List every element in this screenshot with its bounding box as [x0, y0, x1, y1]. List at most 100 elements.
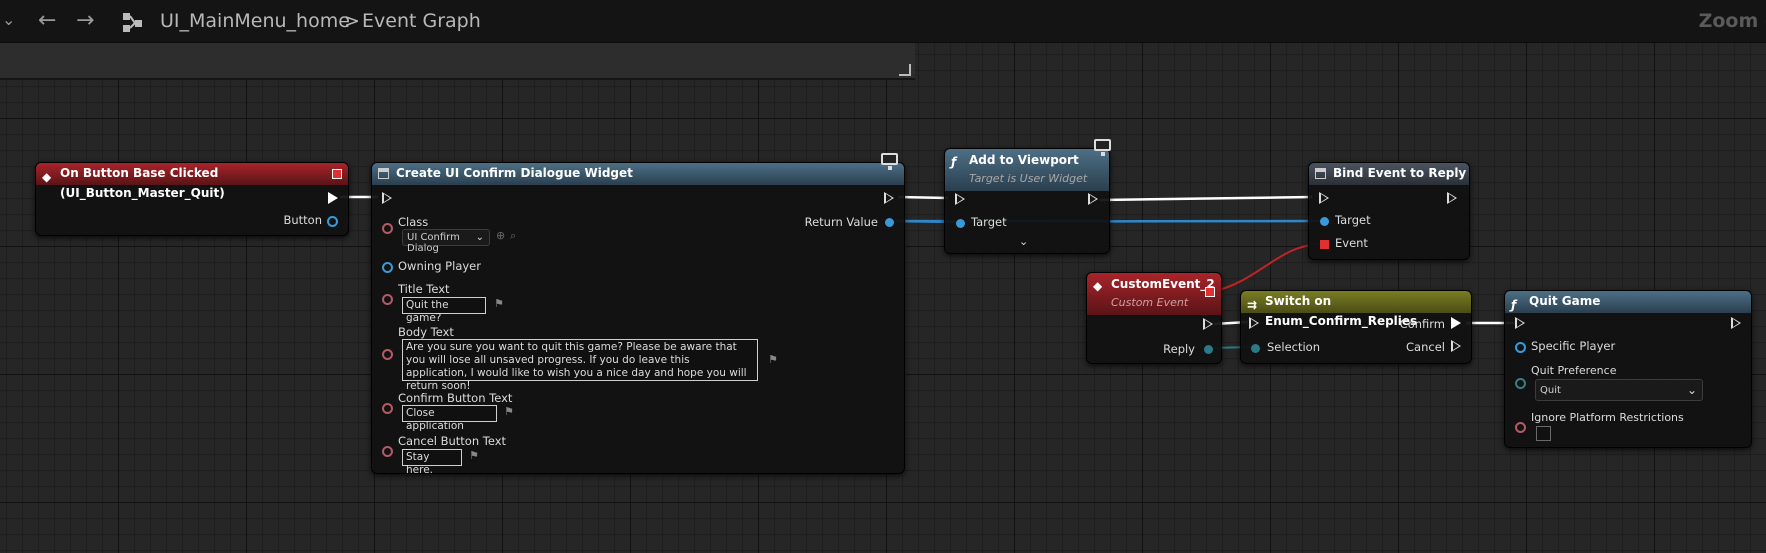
flag-icon[interactable]: ⚑ [494, 297, 504, 310]
breadcrumb-separator: > [344, 10, 360, 32]
graph-toolbar: ⌄ ← → UI_MainMenu_home > Event Graph Zoo… [0, 0, 1766, 43]
pin-label-specific-player: Specific Player [1531, 339, 1616, 353]
confirm-exec-pin[interactable] [1451, 317, 1461, 329]
breadcrumb-leaf[interactable]: Event Graph [362, 10, 481, 32]
pin-label-event: Event [1335, 236, 1368, 250]
exec-out-pin[interactable] [1203, 318, 1213, 330]
title-text-input[interactable]: Quit the game? [402, 297, 486, 324]
node-custom-event[interactable]: ◆ CustomEvent_2 Custom Event Reply [1086, 272, 1222, 364]
reply-pin[interactable] [1204, 345, 1213, 354]
breadcrumb-root[interactable]: UI_MainMenu_home [160, 10, 350, 32]
node-add-to-viewport[interactable]: ƒ Add to Viewport Target is User Widget … [944, 139, 1111, 254]
selection-pin[interactable] [1251, 344, 1260, 353]
pin-label-title-text: Title Text [398, 282, 450, 296]
exec-out-pin[interactable] [1088, 193, 1098, 205]
exec-in-pin[interactable] [1515, 317, 1525, 329]
node-subtitle: Custom Event [1111, 296, 1189, 309]
ignore-restrictions-checkbox[interactable] [1536, 426, 1551, 441]
node-title: Add to Viewport [969, 153, 1079, 167]
exec-in-pin[interactable] [382, 192, 392, 204]
body-text-pin[interactable] [382, 349, 393, 360]
exec-out-pin[interactable] [328, 192, 338, 204]
confirm-text-pin[interactable] [382, 403, 393, 414]
flag-icon[interactable]: ⚑ [504, 405, 514, 418]
node-quit-game[interactable]: ƒ Quit Game Specific Player Quit Prefere… [1504, 290, 1752, 448]
specific-player-pin[interactable] [1515, 342, 1526, 353]
blueprint-graph-icon [122, 12, 142, 32]
node-title: On Button Base Clicked (UI_Button_Master… [60, 166, 225, 200]
cancel-text-input[interactable]: Stay here. [402, 449, 462, 476]
cancel-exec-pin[interactable] [1451, 340, 1461, 352]
return-value-pin[interactable] [885, 218, 894, 227]
resize-handle-icon[interactable] [899, 64, 911, 76]
quit-preference-pin[interactable] [1515, 378, 1526, 389]
cancel-text-pin[interactable] [382, 446, 393, 457]
browse-search-icon[interactable]: ⌕ [510, 229, 517, 242]
node-switch-enum[interactable]: ⇉ Switch on Enum_Confirm_Replies Confirm… [1240, 290, 1472, 364]
pin-label-owning-player: Owning Player [398, 259, 481, 273]
pin-label-target: Target [971, 215, 1007, 229]
exec-in-pin[interactable] [1319, 192, 1329, 204]
zoom-indicator: Zoom -1 [1698, 10, 1766, 32]
node-title: Bind Event to Reply [1333, 166, 1467, 180]
event-diamond-icon: ◆ [1093, 279, 1103, 293]
pin-label-quit-preference: Quit Preference [1531, 364, 1617, 377]
pin-label-return-value: Return Value [804, 215, 878, 229]
pin-label-confirm: Confirm [1399, 317, 1445, 331]
event-pin[interactable] [1320, 240, 1329, 249]
node-subtitle: Target is User Widget [969, 172, 1088, 185]
ignore-restrictions-pin[interactable] [1515, 422, 1526, 433]
target-pin[interactable] [1320, 217, 1329, 226]
node-on-button-clicked[interactable]: ◆ On Button Base Clicked (UI_Button_Mast… [35, 162, 349, 236]
menu-chevron-icon[interactable]: ⌄ [2, 10, 16, 29]
pin-label-button: Button [283, 213, 322, 227]
exec-out-pin[interactable] [1447, 192, 1457, 204]
delegate-pin[interactable] [332, 169, 342, 179]
pin-label-target: Target [1335, 213, 1371, 227]
function-icon: ƒ [1511, 298, 1517, 312]
exec-in-pin[interactable] [955, 193, 965, 205]
class-dropdown[interactable]: UI Confirm Dialog ⌄ [402, 229, 490, 254]
target-pin[interactable] [956, 219, 965, 228]
body-text-input[interactable]: Are you sure you want to quit this game?… [402, 339, 758, 392]
node-header: ◆ CustomEvent_2 Custom Event [1087, 273, 1221, 315]
use-selected-icon[interactable]: ⊕ [496, 229, 506, 242]
exec-out-pin[interactable] [884, 192, 894, 204]
node-create-widget[interactable]: Create UI Confirm Dialogue Widget Class … [371, 153, 905, 476]
node-title: Switch on Enum_Confirm_Replies [1265, 294, 1418, 328]
back-arrow-icon[interactable]: ← [38, 8, 57, 33]
quit-preference-dropdown[interactable]: Quit ⌄ [1535, 379, 1703, 401]
pin-label-reply: Reply [1163, 342, 1195, 356]
delegate-pin[interactable] [1205, 287, 1215, 297]
flag-icon[interactable]: ⚑ [469, 449, 479, 462]
chevron-down-icon: ⌄ [475, 232, 484, 243]
pin-label-cancel-text: Cancel Button Text [398, 434, 507, 448]
function-icon: ƒ [951, 155, 957, 169]
pin-label-selection: Selection [1267, 340, 1320, 354]
pin-label-ignore-restrictions: Ignore Platform Restrictions [1531, 411, 1684, 424]
class-pin[interactable] [382, 223, 393, 234]
function-icon [378, 168, 389, 179]
function-icon [1315, 168, 1326, 179]
delegate-wire [1214, 243, 1323, 292]
exec-out-pin[interactable] [1731, 317, 1741, 329]
exec-wire-create-to-viewport [897, 195, 949, 200]
comment-box[interactable] [0, 43, 915, 80]
switch-icon: ⇉ [1247, 298, 1258, 312]
pin-label-body-text: Body Text [398, 325, 454, 339]
exec-in-pin[interactable] [1249, 317, 1259, 329]
confirm-text-input[interactable]: Close application [402, 405, 497, 432]
forward-arrow-icon[interactable]: → [76, 8, 95, 33]
node-title: Quit Game [1529, 294, 1601, 308]
node-bind-event[interactable]: Bind Event to Reply Target Event [1308, 162, 1470, 260]
node-header: Create UI Confirm Dialogue Widget [372, 163, 904, 185]
flag-icon[interactable]: ⚑ [768, 353, 778, 366]
class-value: UI Confirm Dialog [407, 232, 460, 254]
button-out-pin[interactable] [327, 216, 338, 227]
node-header: ⇉ Switch on Enum_Confirm_Replies [1241, 291, 1471, 328]
expand-chevron-icon[interactable]: ⌄ [1019, 235, 1029, 248]
title-text-pin[interactable] [382, 294, 393, 305]
pin-label-confirm-text: Confirm Button Text [398, 391, 513, 405]
monitor-icon [881, 153, 898, 170]
owning-player-pin[interactable] [382, 262, 393, 273]
